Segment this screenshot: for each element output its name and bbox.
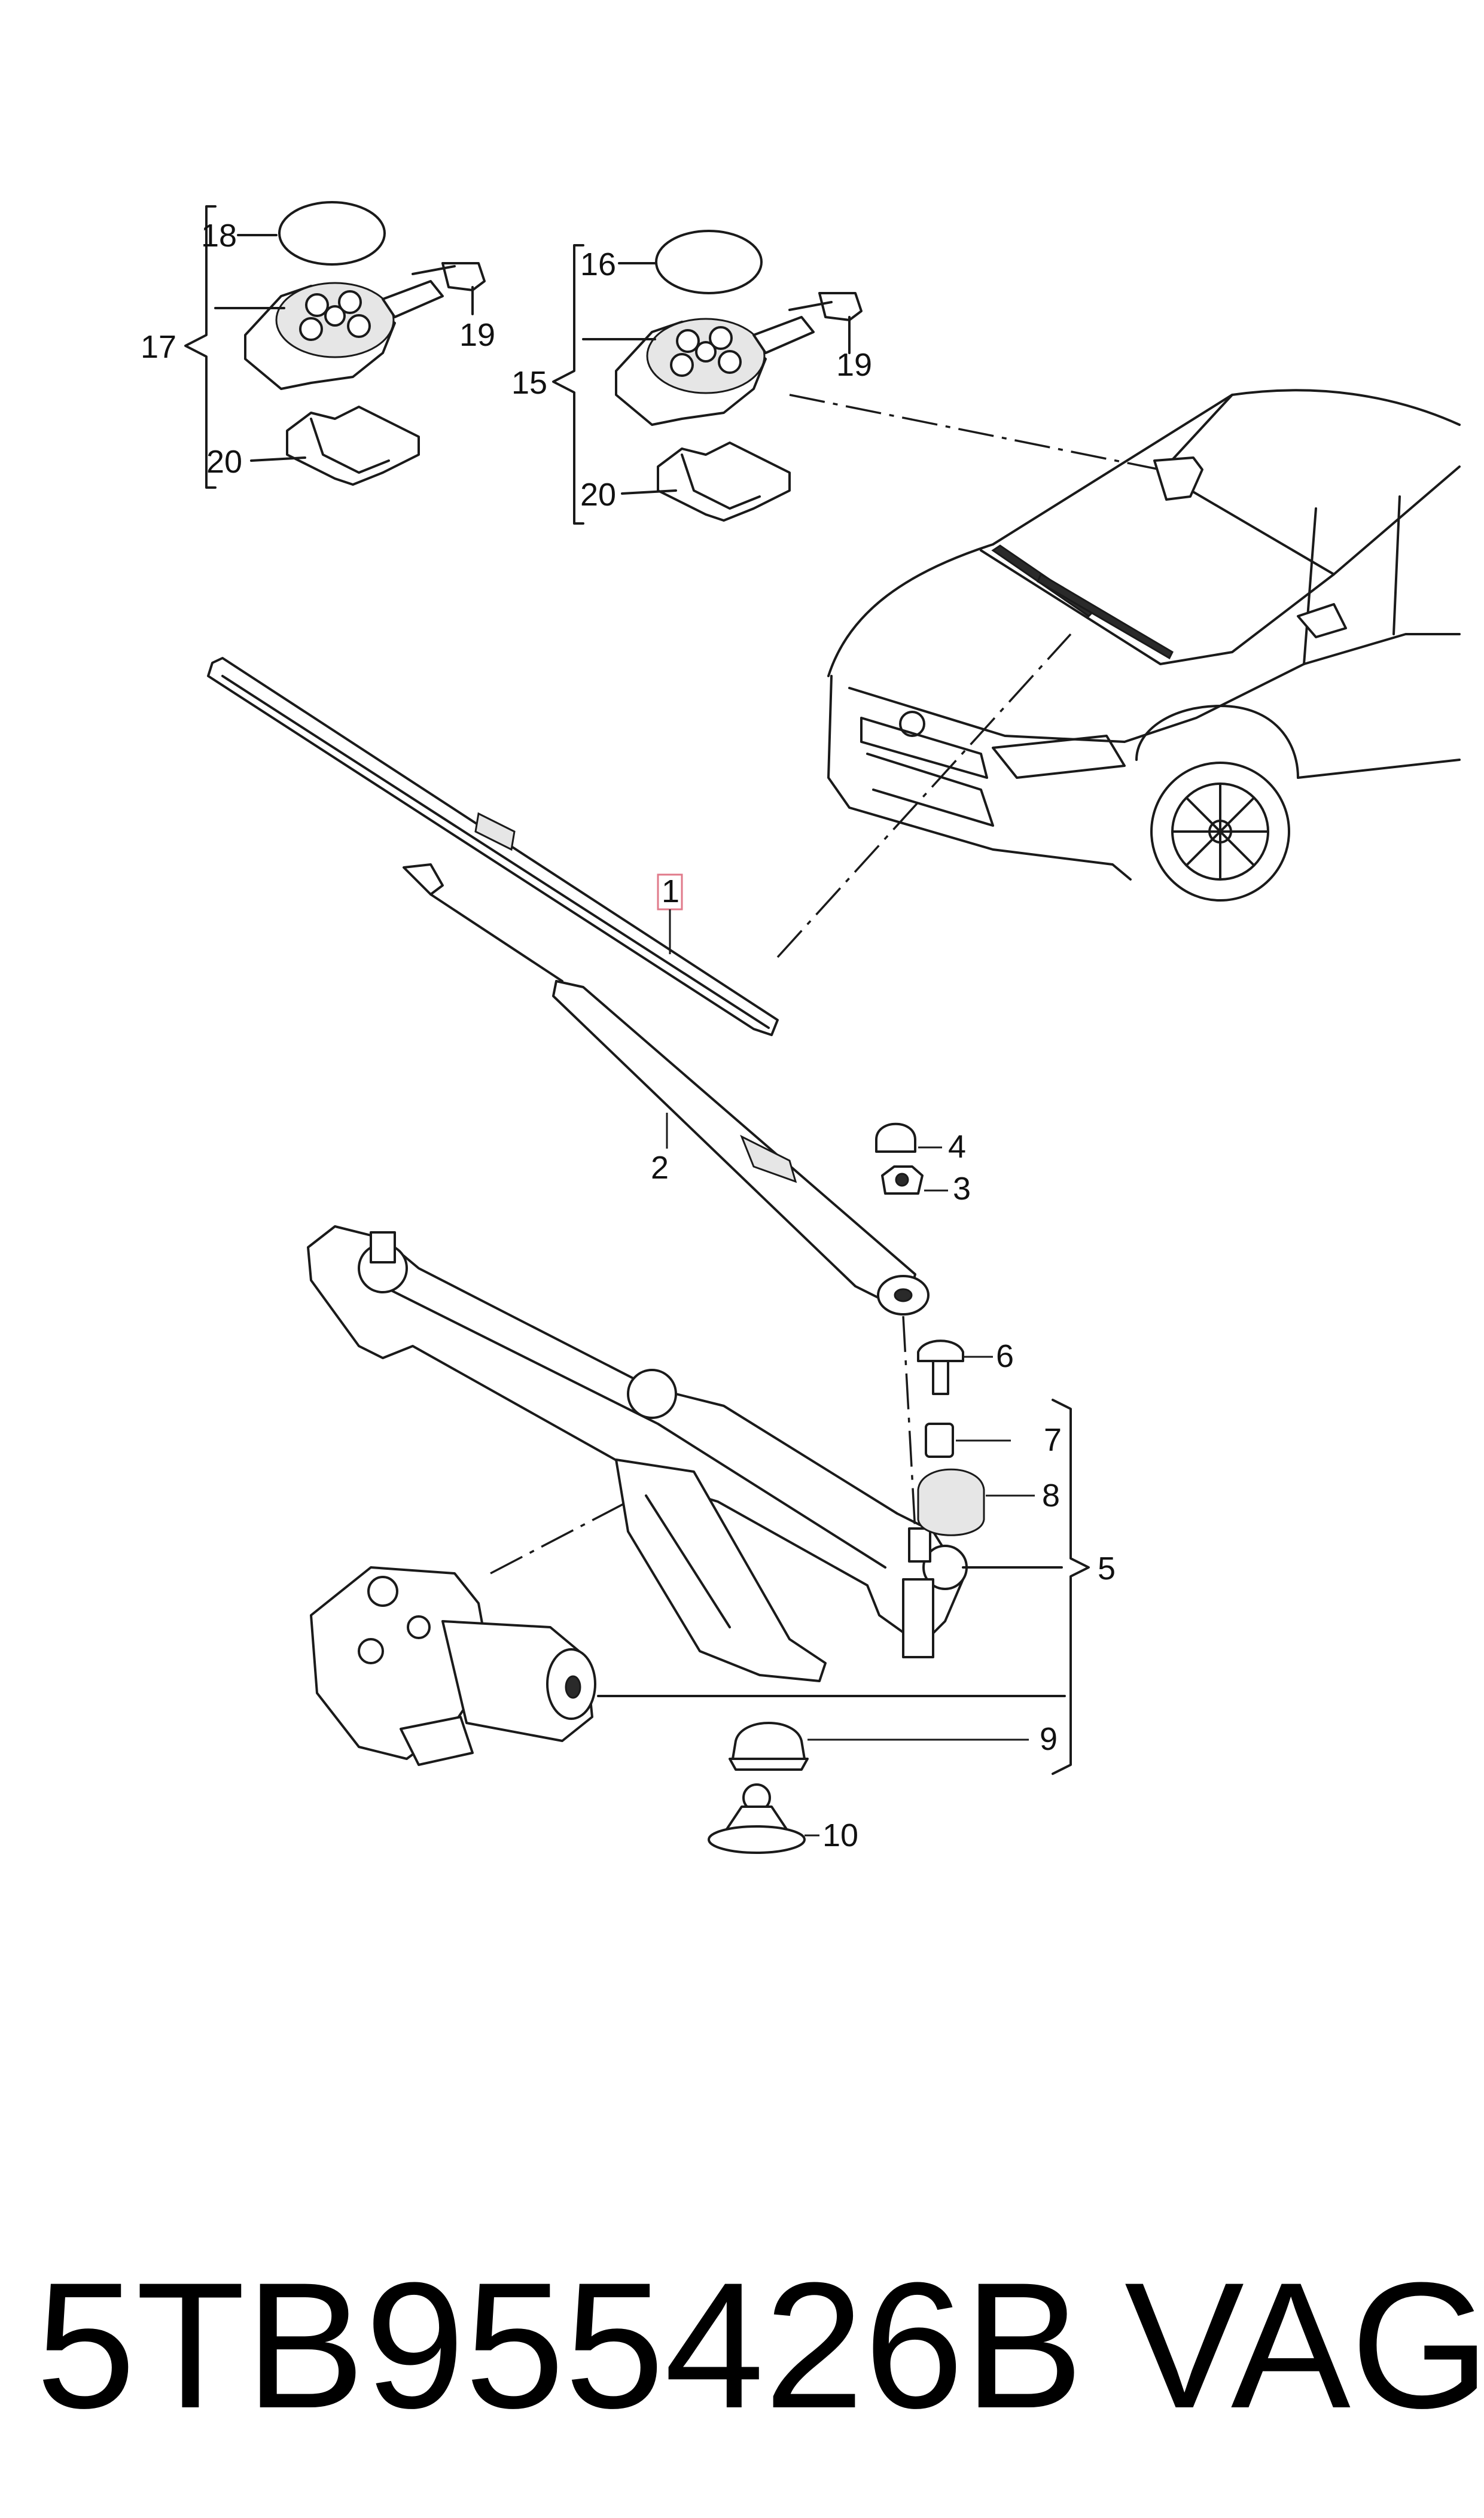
buffer bbox=[729, 1722, 1029, 1771]
callout-16: 16 bbox=[580, 246, 616, 282]
callout-7: 7 bbox=[1044, 1422, 1062, 1458]
callout-3: 3 bbox=[953, 1171, 971, 1207]
bush bbox=[925, 1423, 1011, 1458]
callout-1: 1 bbox=[662, 873, 679, 909]
callout-4: 4 bbox=[948, 1129, 966, 1165]
leader-motor-to-bracket bbox=[490, 1500, 629, 1575]
callout-19b: 19 bbox=[836, 347, 872, 383]
leader-sensor-to-car bbox=[789, 394, 1161, 471]
wiper-blade bbox=[207, 657, 779, 1036]
callout-18: 18 bbox=[201, 218, 237, 254]
nut bbox=[881, 1165, 948, 1195]
callout-10: 10 bbox=[822, 1817, 858, 1853]
parts-diagram: 18 17 19 20 16 15 19 20 1 2 4 3 6 7 8 5 … bbox=[141, 201, 1461, 1854]
rain-sensor-assembly-left bbox=[184, 201, 486, 489]
screw bbox=[917, 1339, 993, 1395]
callout-9: 9 bbox=[1040, 1721, 1058, 1757]
callout-6: 6 bbox=[996, 1338, 1014, 1374]
callout-2: 2 bbox=[651, 1150, 669, 1186]
brand-caption: VAG bbox=[1125, 2245, 1484, 2446]
cap bbox=[875, 1122, 942, 1153]
callout-8: 8 bbox=[1042, 1478, 1060, 1514]
wiper-arm bbox=[403, 863, 930, 1316]
leader-blade-to-car bbox=[776, 633, 1072, 958]
leader-arm-to-spindle bbox=[902, 1316, 916, 1532]
rain-sensor-assembly-right bbox=[552, 230, 863, 525]
callout-20b: 20 bbox=[580, 477, 616, 513]
part-number-caption: 5TB955426B bbox=[36, 2245, 1084, 2446]
callout-15: 15 bbox=[511, 365, 547, 401]
wiper-linkage bbox=[307, 1225, 968, 1682]
callout-5: 5 bbox=[1098, 1551, 1116, 1587]
bracket-5 bbox=[1052, 1399, 1090, 1775]
damper bbox=[917, 1468, 1035, 1536]
car-illustration bbox=[827, 389, 1461, 902]
wiper-motor bbox=[310, 1566, 596, 1766]
callout-17: 17 bbox=[141, 329, 176, 365]
grommet bbox=[708, 1783, 819, 1854]
callout-19a: 19 bbox=[459, 317, 495, 353]
callout-20a: 20 bbox=[206, 444, 242, 480]
